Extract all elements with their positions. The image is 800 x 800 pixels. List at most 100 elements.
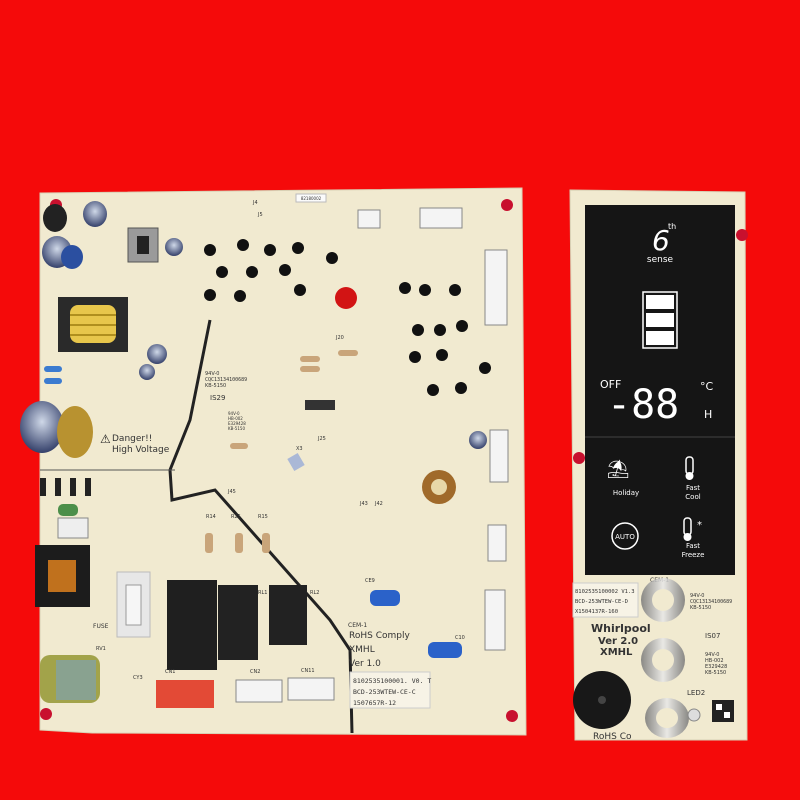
display-maker: XMHL xyxy=(600,647,633,658)
led2-label: LED2 xyxy=(687,689,705,697)
ref-cn1: CN1 xyxy=(165,669,175,675)
whirlpool-brand: Whirlpool xyxy=(591,622,651,635)
mount-hole xyxy=(736,229,748,241)
cert-hb: HB-002 xyxy=(228,416,243,421)
board-label-sticker xyxy=(349,671,431,709)
cert-kb-2: KB-5150 xyxy=(228,426,245,431)
fast-cool-button[interactable]: Fast Cool xyxy=(685,456,701,501)
cert-94v: 94V-0 xyxy=(205,371,219,377)
main-pcb xyxy=(39,187,527,736)
ref-r25: R25 xyxy=(231,514,241,520)
capacitor-box xyxy=(57,517,89,539)
display-cert-kb-2: KB-5150 xyxy=(705,670,726,676)
ref-rv1: RV1 xyxy=(96,646,106,652)
connector xyxy=(484,249,508,326)
capacitor-ce9 xyxy=(370,590,400,606)
board-id-line3: 1507657R-12 xyxy=(353,699,396,707)
maker-label: XMHL xyxy=(349,645,375,655)
ref-rl2: RL2 xyxy=(310,590,319,596)
display-cert-cqc: CQC13134100689 xyxy=(690,599,732,605)
holiday-button[interactable]: ⛱ Holiday xyxy=(607,459,640,497)
auto-ring xyxy=(611,522,639,550)
display-cert-hb: HB-002 xyxy=(705,658,724,664)
ref-r15: R15 xyxy=(258,514,268,520)
level-indicator xyxy=(642,291,678,349)
ref-x3: X3 xyxy=(296,446,303,452)
display-id-line2: BCD-253WTEW-CE-D xyxy=(575,599,628,605)
fast-freeze-label-1: Fast xyxy=(686,542,700,550)
relay-rl1 xyxy=(167,580,217,670)
ref-j25: J25 xyxy=(317,436,326,442)
ref-cn11: CN11 xyxy=(301,668,315,674)
temperature-digits: -88 xyxy=(607,382,679,428)
display-panel xyxy=(585,205,735,575)
mount-hole xyxy=(506,710,518,722)
qr-code xyxy=(712,700,734,722)
unit-celsius: °C xyxy=(700,380,714,393)
ref-cy3: CY3 xyxy=(133,675,143,681)
ref-j43: J43 xyxy=(359,501,368,507)
auto-button[interactable]: AUTO xyxy=(611,522,639,550)
display-id-line1: 8102535100002 V1.3 xyxy=(575,589,635,595)
holiday-label: Holiday xyxy=(613,489,639,497)
relay xyxy=(218,585,258,660)
capacitor xyxy=(165,238,183,256)
version-label: Ver 1.0 xyxy=(349,659,381,669)
crystal-x3 xyxy=(287,452,305,472)
fast-freeze-label-2: Freeze xyxy=(682,551,705,559)
connector xyxy=(487,524,507,562)
display-id-line3: X1504137R-160 xyxy=(575,609,618,615)
capacitor xyxy=(83,201,107,227)
mount-hole xyxy=(501,199,513,211)
fuse-label: FUSE xyxy=(93,623,109,630)
fast-cool-label-1: Fast xyxy=(686,484,700,492)
part-code: IS29 xyxy=(210,394,225,402)
ref-j42: J42 xyxy=(374,501,383,507)
capacitor xyxy=(61,245,83,269)
display-cert-e: E329428 xyxy=(705,664,727,670)
main-control-board: 82180002 Danger!! High Voltage ⚠ 94V-0 C… xyxy=(20,187,527,736)
resistor-group xyxy=(44,350,358,553)
danger-label: Danger!! xyxy=(112,434,152,444)
unit-hours: H xyxy=(704,408,712,421)
board-id-line2: BCD-253WTEW-CE-C xyxy=(353,688,416,696)
logo-number: 6 xyxy=(652,224,670,257)
connector-cn11 xyxy=(287,677,335,701)
mount-hole xyxy=(335,287,357,309)
display-rohs: RoHS Co xyxy=(593,732,632,742)
connector xyxy=(484,589,506,651)
ref-rl1: RL1 xyxy=(258,590,267,596)
capacitor xyxy=(58,504,78,516)
cert-94v-2: 94V-0 xyxy=(228,411,240,416)
fast-freeze-button[interactable]: * Fast Freeze xyxy=(682,517,705,559)
diode-bridge xyxy=(40,478,91,496)
display-isot: IS07 xyxy=(705,632,720,640)
capacitor xyxy=(147,344,167,364)
cem-label: CEM-1 xyxy=(348,622,367,629)
ref-c10: C10 xyxy=(455,635,465,641)
ref-j4: J4 xyxy=(252,200,258,206)
led2 xyxy=(687,708,701,722)
capacitor xyxy=(139,364,155,380)
warning-icon: ⚠ xyxy=(100,432,111,446)
capacitor-c10 xyxy=(428,642,462,658)
relay-rl2 xyxy=(269,585,307,645)
logo-super: th xyxy=(668,222,676,231)
connector-cn2 xyxy=(235,679,283,703)
display-version: Ver 2.0 xyxy=(598,636,638,647)
mount-hole xyxy=(573,452,585,464)
capacitor xyxy=(43,204,67,232)
connector xyxy=(357,209,381,229)
board-id-line1: 8102535100001. V0. T xyxy=(353,677,431,685)
cert-e: E329428 xyxy=(228,421,246,426)
off-label: OFF xyxy=(600,378,621,391)
ref-ce9: CE9 xyxy=(365,578,375,584)
capacitor xyxy=(469,431,487,449)
high-voltage-label: High Voltage xyxy=(112,445,170,455)
logo-word: sense xyxy=(647,255,674,265)
snowflake-icon: * xyxy=(697,520,702,531)
display-board: 6 th sense OFF -88 °C H ⛱ Holiday Fast C… xyxy=(569,189,748,742)
touch-spring xyxy=(641,638,685,682)
fast-cool-label-2: Cool xyxy=(685,493,700,501)
